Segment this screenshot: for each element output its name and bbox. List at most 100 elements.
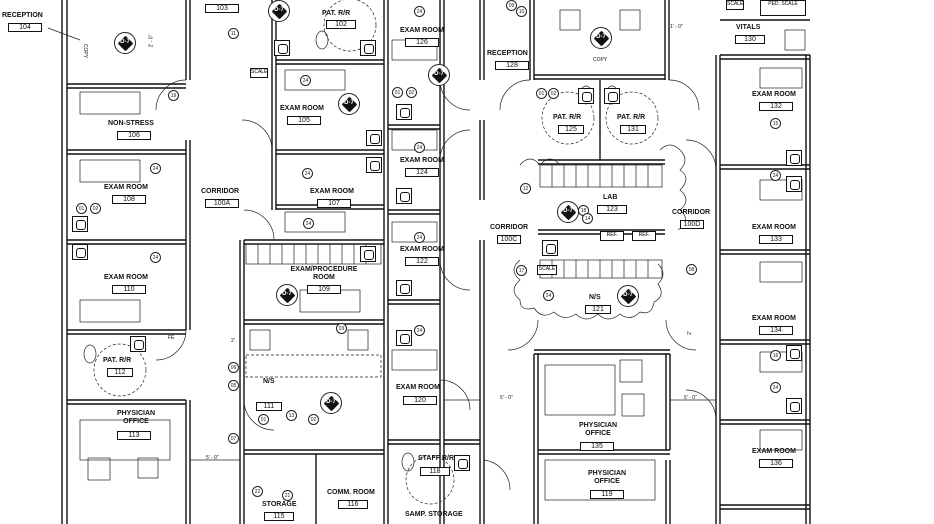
chair [619, 359, 643, 383]
desk [544, 459, 656, 501]
sink [454, 455, 470, 471]
sink [360, 40, 376, 56]
chair [559, 9, 581, 31]
sink [604, 88, 620, 104]
wall [665, 354, 671, 450]
equipment-tag: 24 [414, 232, 425, 243]
door-swing [665, 319, 697, 351]
scale-label: SCALE [537, 265, 557, 275]
wall [479, 120, 485, 200]
sink [396, 330, 412, 346]
equipment-tag: 02 [406, 87, 417, 98]
room-number: 115 [264, 512, 294, 521]
room-number: 104 [8, 23, 42, 32]
room-label: EXAM ROOM [280, 105, 324, 112]
room-number: 118 [420, 467, 450, 476]
room-number: 123 [597, 205, 627, 214]
equipment-tag: 15 [770, 118, 781, 129]
room-number: 136 [759, 459, 793, 468]
wall [665, 460, 671, 524]
wall [715, 55, 721, 524]
equipment-tag: 09 [506, 0, 517, 11]
exam-table [759, 261, 803, 283]
door-swing [685, 389, 717, 421]
room-number: 110 [112, 285, 146, 294]
desk [544, 364, 616, 416]
wall [534, 349, 670, 355]
room-label: CORRIDOR [201, 188, 240, 195]
toilet [401, 452, 415, 472]
door-swing [241, 119, 273, 151]
equipment-tag: 08 [686, 264, 697, 275]
wall [805, 55, 811, 524]
dimension-text: 2' [686, 331, 693, 335]
wall [529, 0, 535, 80]
exam-table [79, 159, 141, 183]
equipment-tag: 01 [258, 414, 269, 425]
wall [276, 59, 384, 65]
sink [396, 104, 412, 120]
room-label: N/S [263, 378, 275, 385]
room-label: EXAM ROOM [752, 91, 796, 98]
room-number: 103 [205, 4, 239, 13]
room-number: 107 [317, 199, 351, 208]
room-number: 113 [117, 431, 151, 440]
room-number: 124 [405, 168, 439, 177]
equipment-tag: 24 [770, 382, 781, 393]
turning-circle [405, 455, 455, 505]
room-label: EXAM ROOM [104, 274, 148, 281]
equipment-tag: 01 [392, 87, 403, 98]
room-number: 126 [405, 38, 439, 47]
equipment-tag: 14 [582, 213, 593, 224]
scale-label: SCALE [726, 0, 744, 10]
room-label: LAB [603, 194, 618, 201]
exam-table [759, 429, 803, 451]
wall [479, 0, 485, 80]
turning-circle [605, 91, 659, 145]
wall [388, 209, 440, 215]
exam-table [759, 67, 803, 89]
room-number: 106 [117, 131, 151, 140]
room-number: 122 [405, 257, 439, 266]
equipment-symbol: D-7 [268, 0, 290, 22]
door-swing [155, 79, 187, 111]
dimension-text: 1' - 0" [670, 24, 683, 30]
room-number: 108 [112, 195, 146, 204]
exam-table [284, 69, 346, 91]
sink [366, 157, 382, 173]
equipment-tag: 05 [228, 380, 239, 391]
door-swing [243, 209, 275, 241]
room-number: 128 [495, 61, 529, 70]
equipment-tag: 24 [303, 218, 314, 229]
wall [67, 149, 186, 155]
chair [619, 9, 641, 31]
equipment-tag: 22 [252, 486, 263, 497]
room-label: RECEPTION [2, 12, 43, 19]
counter-hatch [551, 260, 649, 278]
copy-label: COPY [593, 57, 608, 63]
counter-hatch [551, 165, 649, 187]
exam-table [79, 299, 141, 323]
door-swing [155, 329, 187, 361]
wall [244, 239, 384, 245]
equipment-tag: 02 [90, 203, 101, 214]
wall [383, 0, 389, 524]
equipment-symbol: D-7 [590, 27, 612, 49]
ref-label: REF. [632, 231, 656, 241]
equipment-tag: 11 [228, 28, 239, 39]
sink [360, 246, 376, 262]
door-swing [439, 259, 471, 291]
door-swing [439, 379, 471, 411]
room-number: 109 [307, 285, 341, 294]
room-label: EXAM ROOM [396, 384, 440, 391]
desk [79, 419, 171, 461]
chair [784, 29, 806, 51]
equipment-tag: 02 [548, 88, 559, 99]
room-number: 125 [558, 125, 584, 134]
sink [786, 150, 802, 166]
turning-circle [93, 343, 147, 397]
equipment-tag: 24 [300, 75, 311, 86]
dimension-text: 5' - 0" [206, 455, 219, 461]
room-number: 111 [256, 402, 282, 411]
